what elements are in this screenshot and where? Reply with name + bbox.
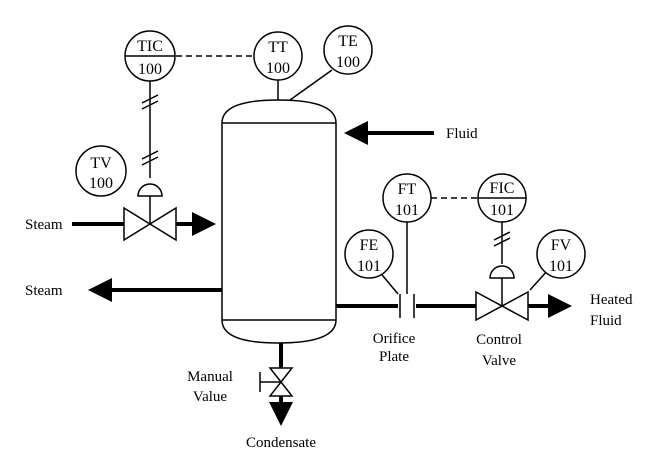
- fv-actuator: [489, 265, 515, 279]
- ft-tag: FT: [398, 181, 417, 198]
- steam-inlet-label: Steam: [25, 217, 63, 233]
- te-tag: TE: [338, 33, 358, 50]
- manual-valve-body: [268, 367, 294, 397]
- fv-leader-line: [529, 269, 549, 291]
- tic-instrument[interactable]: TIC 100: [124, 30, 176, 82]
- control-valve-label-line1: Control: [476, 332, 522, 348]
- fe-tag: FE: [360, 237, 379, 254]
- fv-instrument[interactable]: FV 101: [536, 229, 586, 279]
- tv-instrument[interactable]: TV 100: [75, 145, 127, 197]
- steam-outlet-label: Steam: [25, 283, 63, 299]
- tic-tag: TIC: [137, 38, 163, 55]
- heat-exchanger-vessel: [221, 99, 337, 344]
- te-instrument[interactable]: TE 100: [323, 25, 373, 75]
- tv-tag: TV: [90, 155, 112, 172]
- tic-tv-signal-line: [141, 80, 159, 178]
- tt-instrument[interactable]: TT 100: [253, 31, 303, 81]
- orifice-plate-label-line2: Plate: [379, 349, 409, 365]
- fv-tag: FV: [551, 237, 572, 254]
- te-leader-line: [289, 69, 333, 101]
- ft-instrument[interactable]: FT 101: [382, 173, 432, 223]
- fluid-label: Fluid: [446, 126, 478, 142]
- tic-number: 100: [138, 61, 162, 78]
- tv-number: 100: [89, 175, 113, 192]
- fic-number: 101: [490, 202, 514, 219]
- fic-fv-signal-line: [493, 222, 511, 264]
- fe-instrument[interactable]: FE 101: [344, 229, 394, 279]
- manual-valve-label-line2: Value: [193, 389, 227, 405]
- tv-valve-body: [123, 206, 177, 242]
- fe-number: 101: [357, 258, 381, 275]
- condensate-label: Condensate: [246, 435, 316, 451]
- tt-tag: TT: [268, 39, 288, 56]
- te-number: 100: [336, 54, 360, 71]
- fv-valve-body: [475, 290, 529, 322]
- heated-fluid-label-line2: Fluid: [590, 313, 622, 329]
- tt-number: 100: [266, 60, 290, 77]
- ft-number: 101: [395, 202, 419, 219]
- tv-actuator: [137, 183, 163, 197]
- fic-instrument[interactable]: FIC 101: [477, 173, 527, 223]
- control-valve-label-line2: Valve: [482, 353, 516, 369]
- manual-valve-label-line1: Manual: [187, 369, 233, 385]
- fic-tag: FIC: [490, 180, 515, 197]
- fv-number: 101: [549, 258, 573, 275]
- orifice-plate-label-line1: Orifice: [373, 331, 416, 347]
- heated-fluid-label-line1: Heated: [590, 292, 633, 308]
